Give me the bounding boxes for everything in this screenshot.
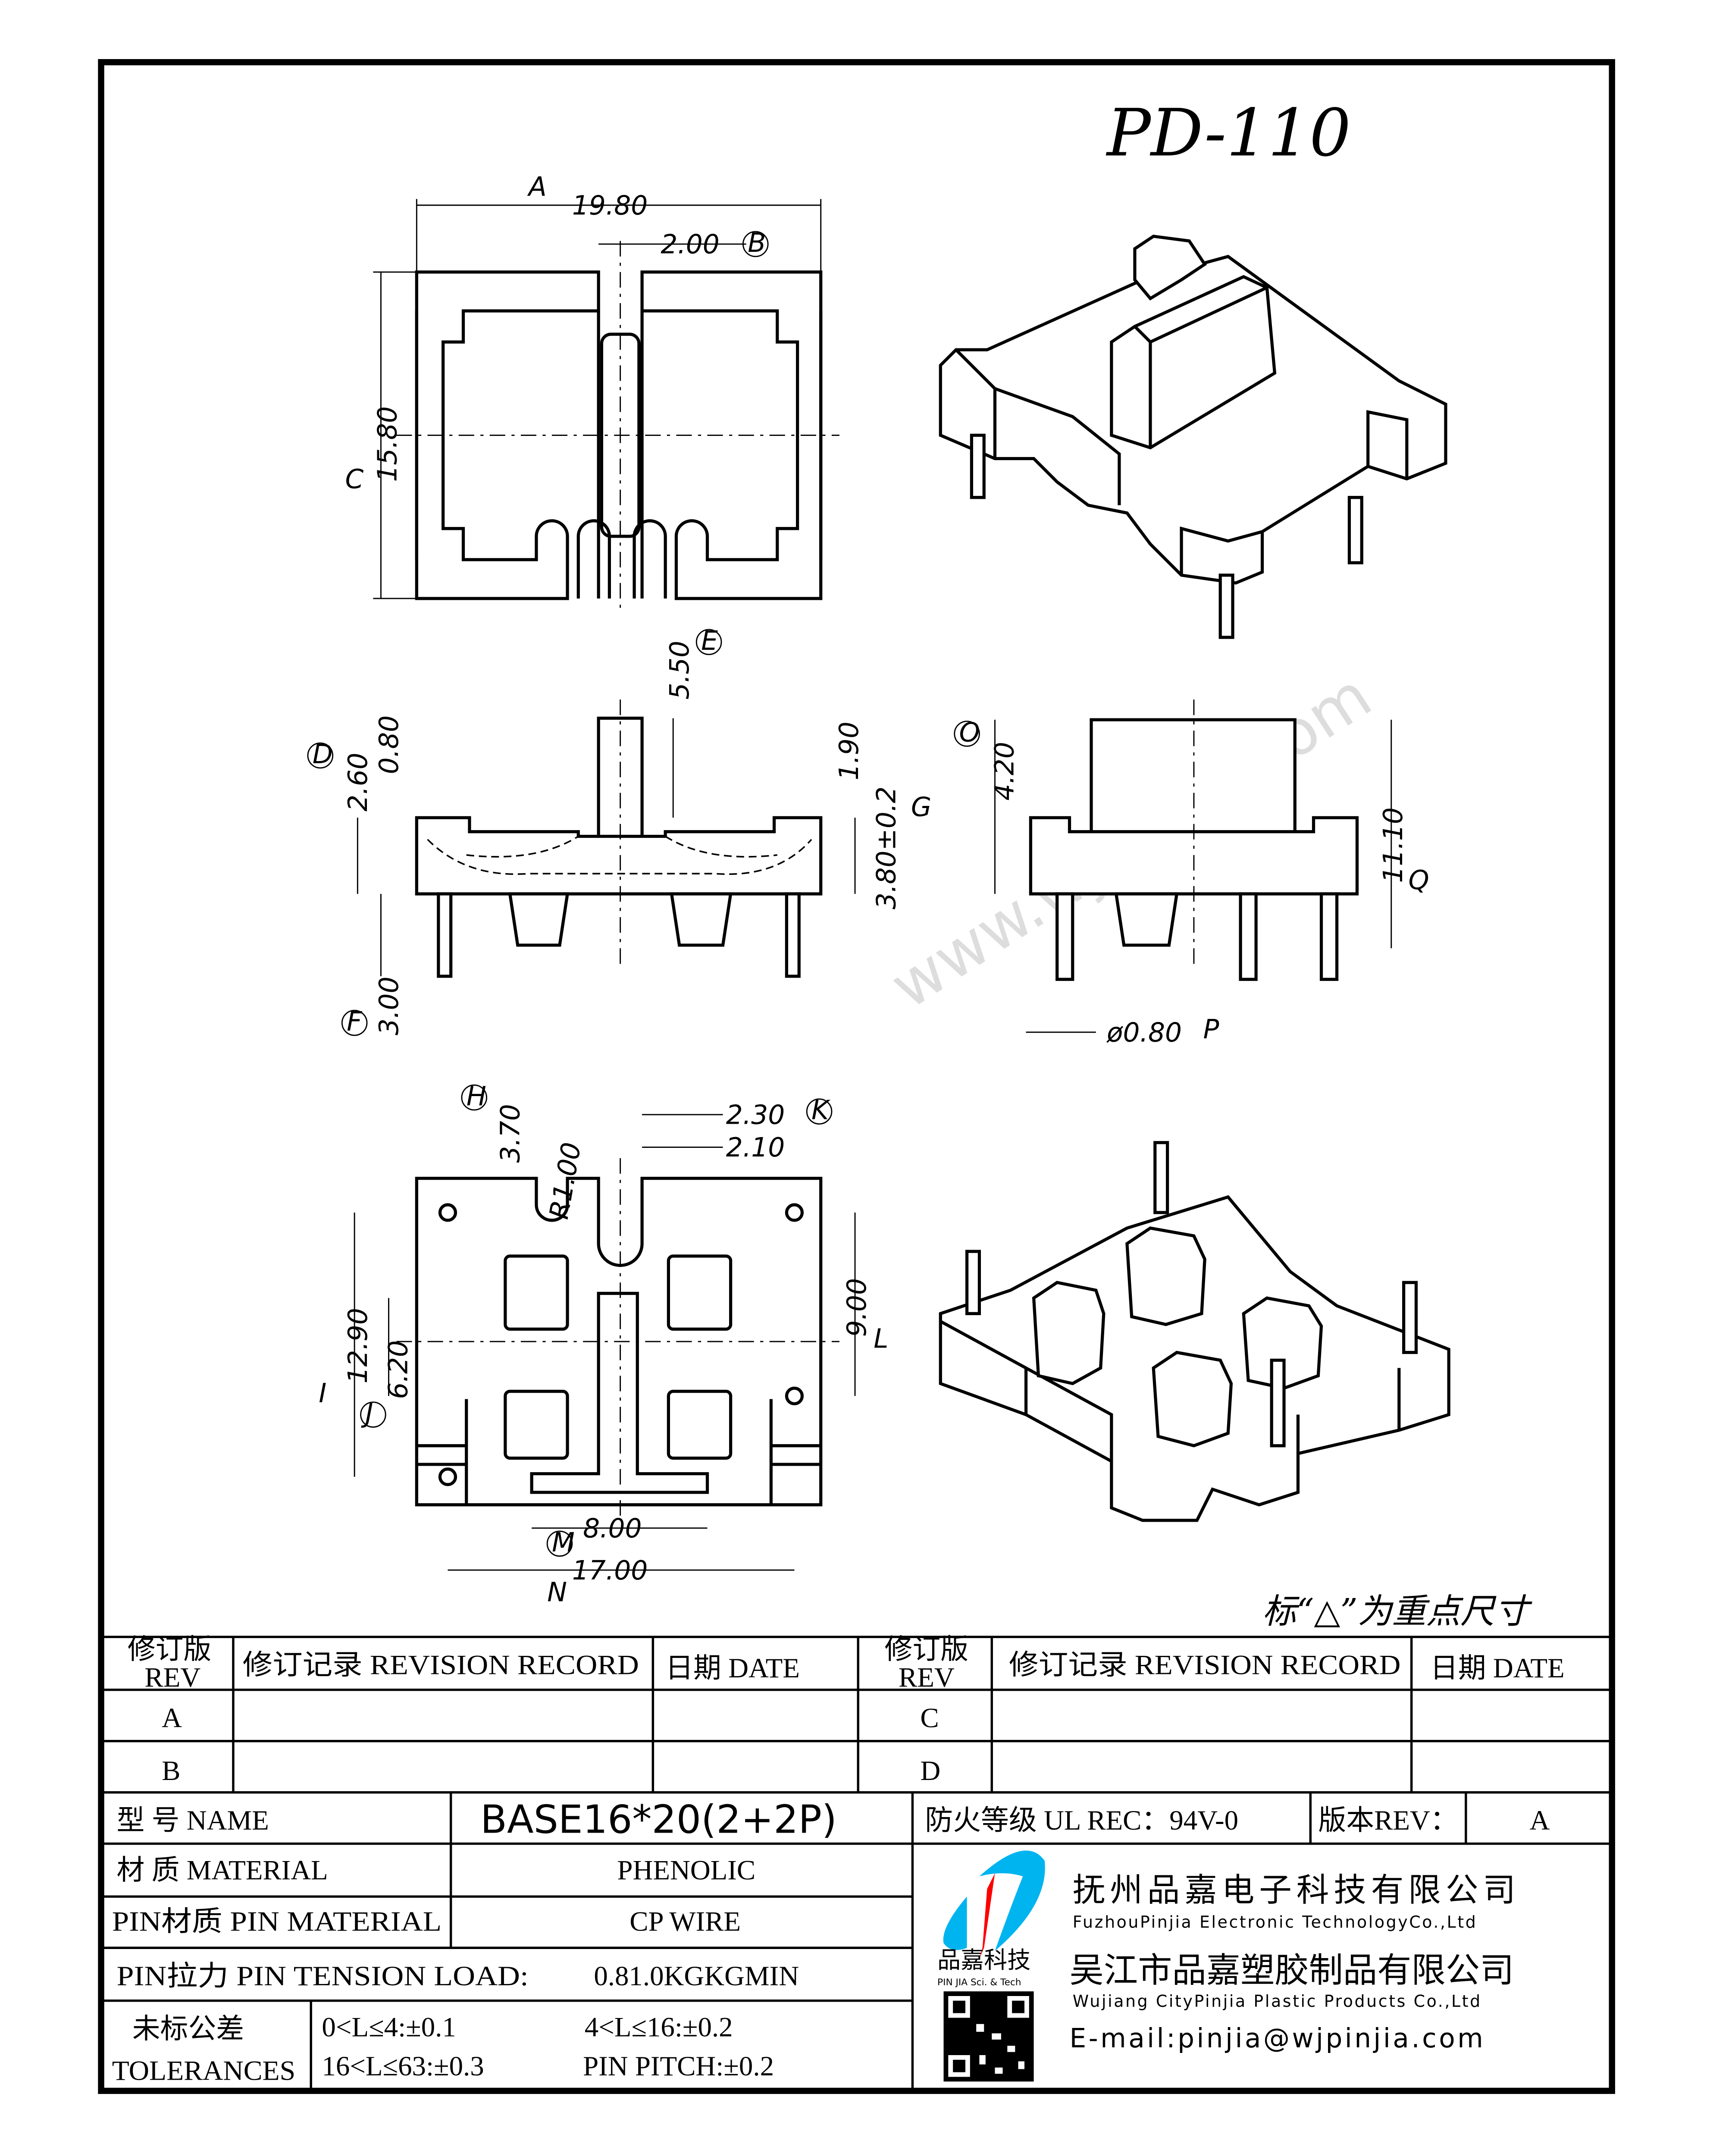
revision-record_header: 修订记录 REVISION RECORD bbox=[243, 1650, 639, 1681]
company-name1_cn: 抚州品嘉电子科技有限公司 bbox=[1073, 1871, 1520, 1909]
spec-table: 型 号 NAME BASE16*20(2+2P) 防火等级 UL REC：94V… bbox=[101, 1792, 1612, 2091]
dimensions-pin_dia: ø0.80 bbox=[1106, 1017, 1182, 1048]
dimensions-pin_span_y_tag: I bbox=[319, 1378, 326, 1409]
dimensions-pin_y2: 9.00 bbox=[842, 1278, 872, 1337]
side-view: 4.20 O 11.10 Q ø0.80 P bbox=[954, 699, 1429, 1048]
part-name: BASE16*20(2+2P) bbox=[480, 1797, 837, 1842]
revision-record_header: 修订记录 REVISION RECORD bbox=[1009, 1650, 1400, 1681]
dimensions-wall_tag: O bbox=[959, 718, 980, 748]
revision-rev_header_en: REV bbox=[144, 1662, 200, 1693]
revision-rows-1-1: D bbox=[920, 1755, 940, 1786]
revision-date_header: 日期 DATE bbox=[665, 1653, 800, 1684]
dimensions-pin_sp_tag: J bbox=[360, 1398, 373, 1429]
spec-tol3: 16<L≤63:±0.3 bbox=[322, 2051, 484, 2082]
top-view: 19.80 A 2.00 B 15.80 C bbox=[345, 172, 839, 614]
dimensions-pin_tag: F bbox=[347, 1006, 362, 1037]
dimensions-depth_tag: C bbox=[345, 464, 364, 495]
dimensions-base_t: 2.60 bbox=[343, 752, 373, 811]
drawing-title: PD-110 bbox=[1106, 95, 1351, 171]
spec-tension_value: 0.81.0KGKGMIN bbox=[594, 1961, 799, 1992]
company-logo bbox=[943, 1850, 1045, 1951]
revision-rows-0-0: A bbox=[162, 1702, 182, 1733]
dimensions-width: 19.80 bbox=[572, 191, 648, 221]
spec-pin_material_value: CP WIRE bbox=[630, 1906, 741, 1937]
company-block: 品嘉科技 PIN JIA Sci. & Tech 抚州品嘉电子科技有限公司 Fu… bbox=[937, 1850, 1520, 2082]
company-name2_cn: 吴江市品嘉塑胶制品有限公司 bbox=[1070, 1950, 1514, 1990]
dimensions-width_tag: A bbox=[527, 172, 547, 202]
spec-tension_label: PIN拉力 PIN TENSION LOAD: bbox=[117, 1961, 529, 1992]
sheet-border bbox=[98, 59, 1615, 2094]
dimensions-pin_len: 3.00 bbox=[374, 977, 404, 1035]
revision-rev_header: 修订版 bbox=[884, 1634, 968, 1665]
revision-date_header: 日期 DATE bbox=[1430, 1653, 1565, 1684]
dimensions-flange_t: 0.80 bbox=[374, 715, 404, 774]
dimensions-total_tag: Q bbox=[1408, 865, 1429, 896]
dimensions-pin_dia_tag: P bbox=[1203, 1014, 1219, 1045]
dimensions-pin_span_x_tag: N bbox=[547, 1577, 567, 1608]
dimensions-inner_w: 8.00 bbox=[583, 1513, 642, 1544]
front-view: 5.50 E 0.80 2.60 D 1.90 3.80±0.2 G 3.00 … bbox=[307, 626, 931, 1037]
revision-rows-1-0: B bbox=[162, 1755, 180, 1786]
dimensions-inner_tag: M bbox=[552, 1527, 575, 1558]
company-name2_en: Wujiang CityPinjia Plastic Products Co.,… bbox=[1073, 1992, 1482, 2011]
iso-view-top bbox=[939, 235, 1447, 639]
spec-name_label: 型 号 NAME bbox=[117, 1805, 269, 1836]
dimensions-total_h: 11.10 bbox=[1378, 807, 1409, 883]
dimensions-body_h: 3.80±0.2 bbox=[871, 787, 902, 909]
company-name1_en: FuzhouPinjia Electronic TechnologyCo.,Lt… bbox=[1073, 1912, 1478, 1931]
dimensions-rib_tag: B bbox=[748, 228, 766, 258]
spec-version_value: A bbox=[1530, 1805, 1550, 1836]
spec-version_label: 版本REV： bbox=[1318, 1805, 1458, 1836]
spec-pin_material_label: PIN材质 PIN MATERIAL bbox=[112, 1906, 442, 1937]
dimensions-top_off: 1.90 bbox=[834, 721, 864, 780]
spec-tol_label_en: TOLERANCES bbox=[112, 2056, 295, 2087]
qr-code bbox=[943, 1991, 1034, 2082]
spec-tol_label_cn: 未标公差 bbox=[132, 2013, 244, 2044]
spec-tol2: 4<L≤16:±0.2 bbox=[585, 2012, 733, 2043]
revision-rev_header_en: REV bbox=[899, 1662, 955, 1693]
company-logo_cn: 品嘉科技 bbox=[937, 1946, 1030, 1974]
dimensions-slot_w: 2.30 bbox=[726, 1100, 785, 1131]
dimensions-pin_span_y: 12.90 bbox=[343, 1308, 373, 1383]
dimensions-pin_sp: 6.20 bbox=[383, 1340, 414, 1399]
dimensions-depth: 15.80 bbox=[372, 406, 403, 482]
revision-rev_header: 修订版 bbox=[128, 1634, 212, 1665]
dimensions-rib: 2.00 bbox=[661, 229, 719, 260]
dimensions-post_h: 5.50 bbox=[664, 641, 695, 699]
dimensions-wall_h: 4.20 bbox=[990, 742, 1020, 800]
key-dimension-note: 标“△”为重点尺寸 bbox=[1262, 1591, 1533, 1631]
dimensions-pin_y2_tag: L bbox=[874, 1324, 888, 1354]
spec-fire_label: 防火等级 UL REC：94V-0 bbox=[925, 1805, 1238, 1836]
spec-material_value: PHENOLIC bbox=[617, 1855, 755, 1886]
bottom-view: 3.70 H R1.00 2.30 K 2.10 12.90 I 6.20 J … bbox=[319, 1081, 888, 1608]
company-logo_en: PIN JIA Sci. & Tech bbox=[937, 1977, 1021, 1988]
spec-material_label: 材 质 MATERIAL bbox=[117, 1855, 328, 1886]
company-email: E-mail:pinjia@wjpinjia.com bbox=[1070, 2023, 1486, 2054]
dimensions-slot_w_tag: K bbox=[811, 1095, 831, 1126]
dimensions-pin_span_x: 17.00 bbox=[572, 1555, 648, 1586]
dimensions-body_tag: G bbox=[911, 792, 931, 823]
spec-tol1: 0<L≤4:±0.1 bbox=[322, 2012, 456, 2043]
dimensions-slot_d: 3.70 bbox=[495, 1104, 526, 1163]
iso-view-bottom bbox=[939, 1141, 1450, 1522]
spec-tol4: PIN PITCH:±0.2 bbox=[583, 2051, 774, 2082]
dimensions-post_tag: E bbox=[701, 626, 718, 656]
revision-table: 修订版 REV 修订记录 REVISION RECORD 日期 DATE 修订版… bbox=[101, 1634, 1612, 1794]
dimensions-base_tag: D bbox=[313, 739, 333, 770]
dimensions-slot_tag: H bbox=[467, 1081, 486, 1112]
dimensions-slot_in: 2.10 bbox=[726, 1132, 785, 1163]
revision-rows-0-1: C bbox=[920, 1702, 939, 1733]
